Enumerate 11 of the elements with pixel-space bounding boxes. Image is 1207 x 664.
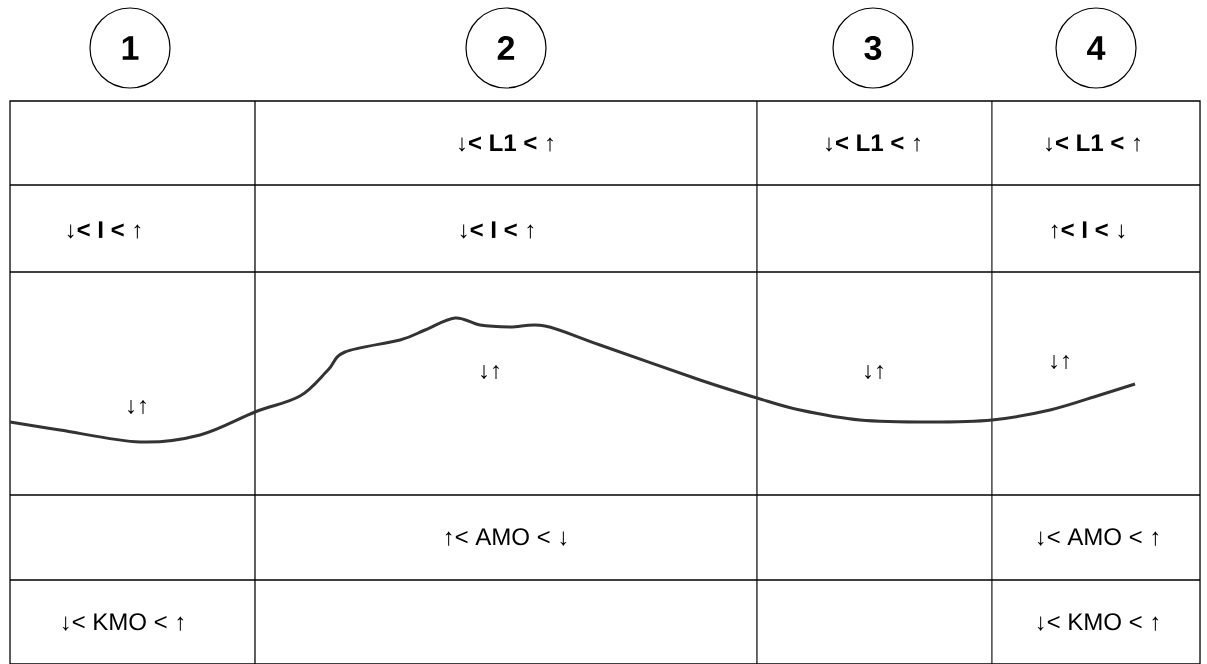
cell-text: ↓< KMO < ↑ [1037, 613, 1159, 631]
cell-text: ↓< KMO < ↑ [62, 613, 184, 631]
cell-text: ↓< I < ↑ [460, 221, 534, 239]
cell-text: ↑< AMO < ↓ [445, 528, 567, 546]
cell-text: ↓↑ [481, 364, 499, 380]
cell-text: ↓↑ [128, 399, 146, 415]
cell-text: ↑< I < ↓ [1051, 221, 1125, 239]
cell-text: ↓↑ [865, 364, 883, 380]
cell-text: ↓< AMO < ↑ [1037, 528, 1159, 546]
cell-text: ↓< I < ↑ [67, 221, 141, 239]
cell-text: ↓↑ [1051, 354, 1069, 370]
